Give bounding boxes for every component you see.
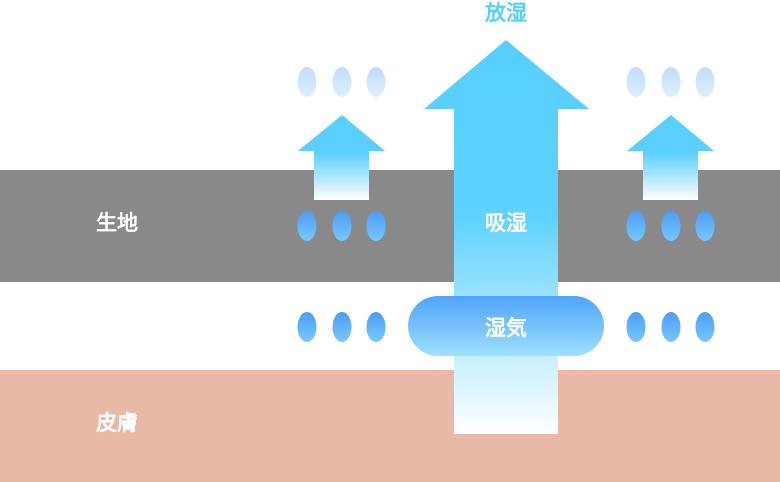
droplet xyxy=(695,67,715,97)
droplet xyxy=(366,67,386,97)
moisture-pill xyxy=(408,296,604,356)
droplet xyxy=(695,312,715,342)
droplet xyxy=(332,312,352,342)
skin-label: 皮膚 xyxy=(96,411,138,435)
release-label: 放湿 xyxy=(485,1,527,25)
droplet xyxy=(695,211,715,241)
large-up-arrow xyxy=(424,40,589,434)
droplet xyxy=(297,67,317,97)
skin-droplets xyxy=(297,312,715,342)
droplet xyxy=(661,312,681,342)
droplet xyxy=(332,67,352,97)
droplet xyxy=(297,211,317,241)
small-up-arrow-left xyxy=(298,115,385,200)
droplet xyxy=(626,67,646,97)
droplet xyxy=(332,211,352,241)
droplet xyxy=(661,211,681,241)
fabric-droplets xyxy=(297,211,715,241)
absorb-label: 吸湿 xyxy=(485,211,527,235)
fabric-label: 生地 xyxy=(96,211,138,235)
small-up-arrow-right xyxy=(627,115,714,200)
released-droplets xyxy=(297,67,715,97)
droplet xyxy=(626,211,646,241)
skin-layer xyxy=(0,370,780,482)
droplet xyxy=(297,312,317,342)
droplet xyxy=(366,312,386,342)
droplet xyxy=(661,67,681,97)
moisture-label: 湿気 xyxy=(485,316,527,340)
droplet xyxy=(626,312,646,342)
droplet xyxy=(366,211,386,241)
